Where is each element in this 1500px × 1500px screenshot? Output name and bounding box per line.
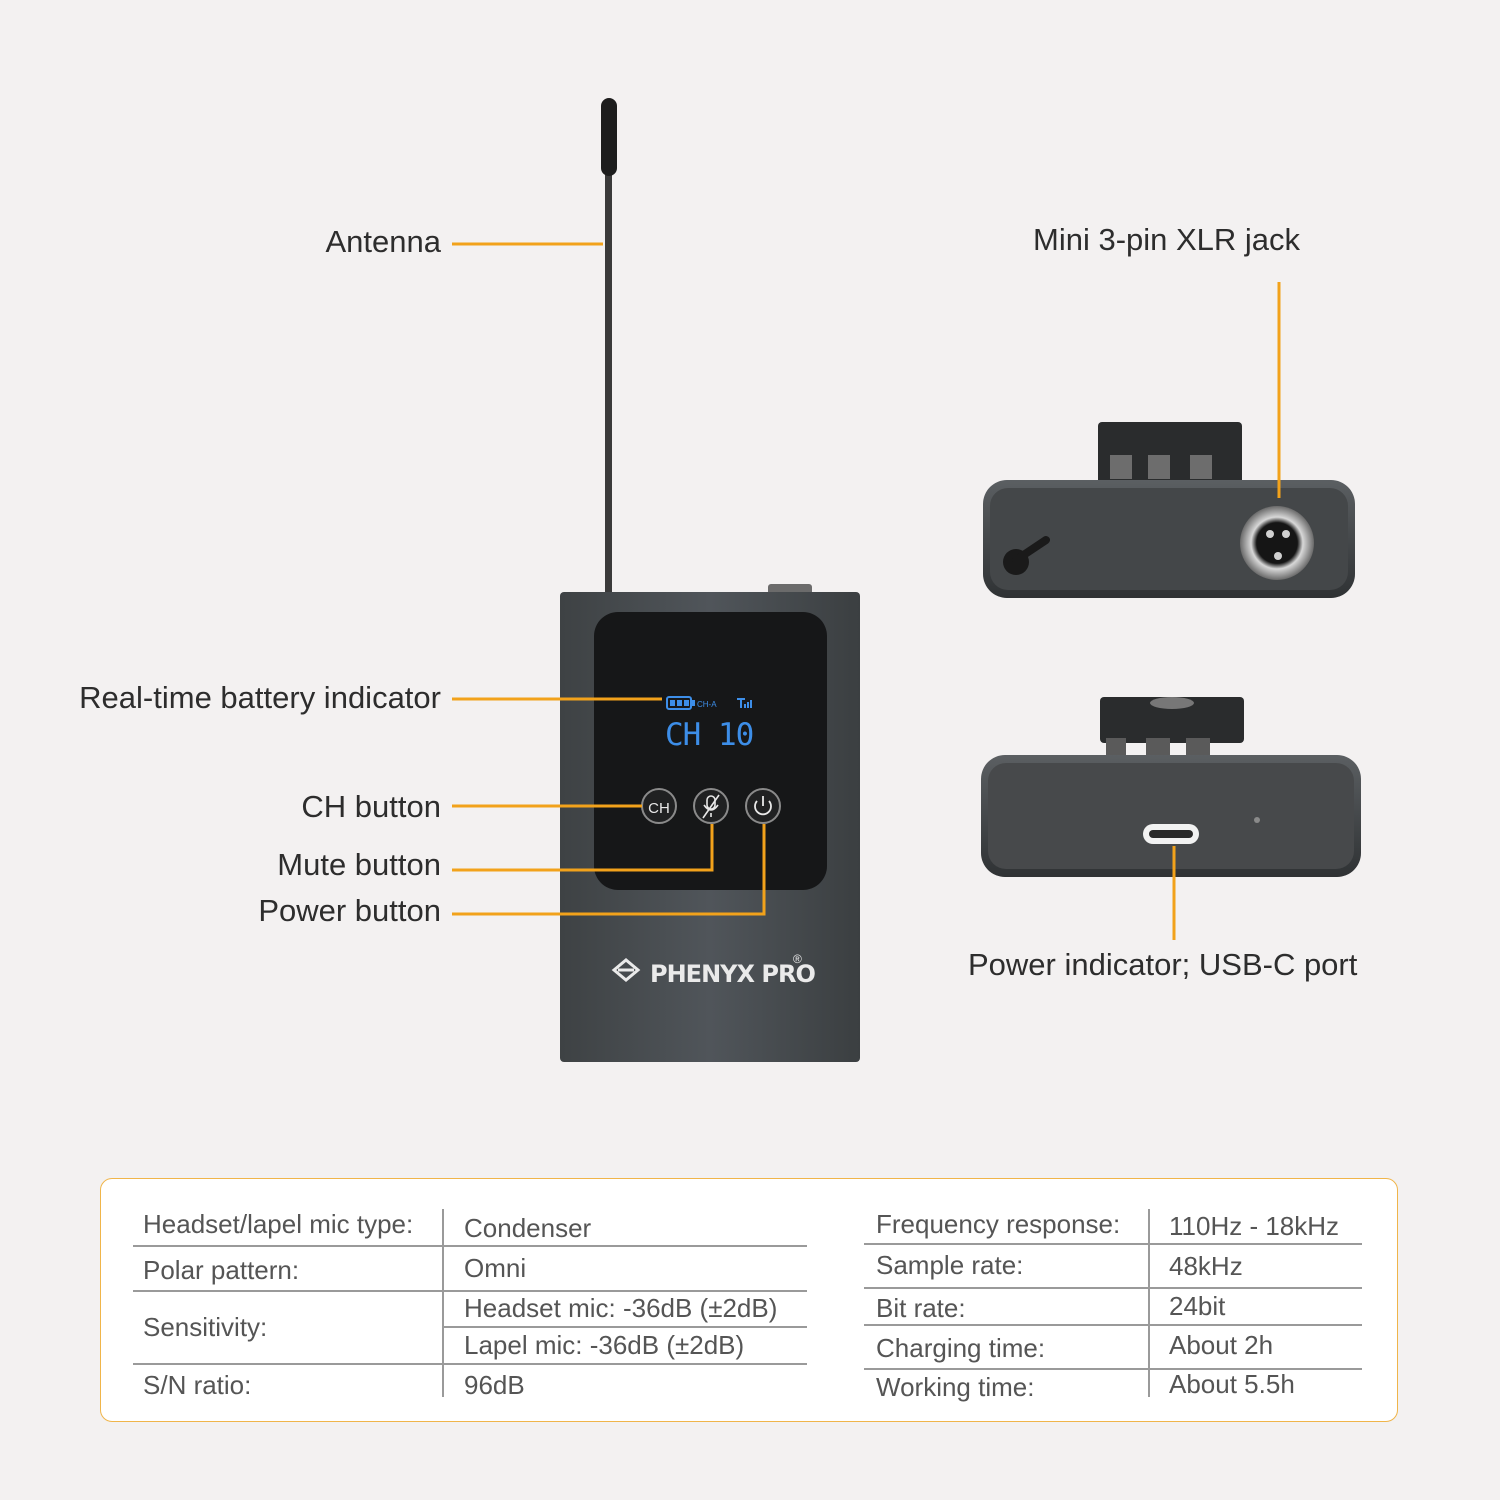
registered-mark: ® bbox=[793, 952, 802, 966]
mute-button[interactable] bbox=[693, 788, 729, 824]
spec-value: 24bit bbox=[1169, 1291, 1226, 1321]
spec-label: Bit rate: bbox=[876, 1293, 966, 1323]
ch-button[interactable]: CH bbox=[641, 788, 677, 824]
power-button-label: Power button bbox=[258, 893, 441, 928]
spec-label: Charging time: bbox=[876, 1333, 1046, 1363]
screen-channel: CH 10 bbox=[665, 717, 753, 753]
spec-label: Working time: bbox=[876, 1372, 1035, 1402]
spec-label: Polar pattern: bbox=[143, 1255, 300, 1285]
xlr-jack bbox=[1240, 506, 1314, 580]
usb-port-label: Power indicator; USB-C port bbox=[968, 947, 1358, 982]
ch-button-label: CH bbox=[648, 800, 670, 817]
ch-button-label: CH button bbox=[301, 789, 441, 824]
spec-label: Sensitivity: bbox=[143, 1312, 268, 1342]
power-indicator-led bbox=[1254, 817, 1260, 823]
power-button[interactable] bbox=[745, 788, 781, 824]
callout-lines bbox=[452, 242, 1281, 940]
spec-value: About 5.5h bbox=[1169, 1369, 1295, 1399]
antenna-label: Antenna bbox=[325, 224, 442, 259]
spec-value: 96dB bbox=[464, 1370, 525, 1400]
device-illustration: CH-A CH 10 CH PHENYX PRO ® bbox=[452, 98, 1361, 1062]
power-icon bbox=[754, 796, 772, 816]
spec-value: Omni bbox=[464, 1253, 527, 1283]
bottom-view bbox=[981, 697, 1361, 877]
battery-icon bbox=[666, 696, 695, 710]
brand-name: PHENYX PRO bbox=[650, 960, 815, 988]
spec-label: Frequency response: bbox=[876, 1209, 1121, 1239]
spec-value: 110Hz - 18kHz bbox=[1169, 1211, 1340, 1241]
brand-logo: PHENYX PRO ® bbox=[611, 952, 816, 988]
xlr-jack-label: Mini 3-pin XLR jack bbox=[1033, 222, 1301, 257]
spec-label: S/N ratio: bbox=[143, 1370, 252, 1400]
spec-table: Headset/lapel mic type: Condenser Polar … bbox=[100, 1178, 1398, 1422]
screen-small-label: CH-A bbox=[697, 700, 717, 709]
signal-icon bbox=[737, 698, 752, 708]
spec-label: Headset/lapel mic type: bbox=[143, 1209, 414, 1239]
spec-value: Lapel mic: -36dB (±2dB) bbox=[464, 1330, 745, 1360]
antenna bbox=[605, 170, 612, 600]
spec-value: Condenser bbox=[464, 1213, 592, 1243]
mic-mute-icon bbox=[702, 794, 720, 819]
spec-value: 48kHz bbox=[1169, 1251, 1243, 1281]
spec-value: Headset mic: -36dB (±2dB) bbox=[464, 1293, 778, 1323]
top-view bbox=[983, 422, 1355, 598]
battery-indicator-label: Real-time battery indicator bbox=[79, 680, 441, 715]
spec-label: Sample rate: bbox=[876, 1250, 1024, 1280]
spec-value: About 2h bbox=[1169, 1330, 1274, 1360]
mute-button-label: Mute button bbox=[277, 847, 441, 882]
